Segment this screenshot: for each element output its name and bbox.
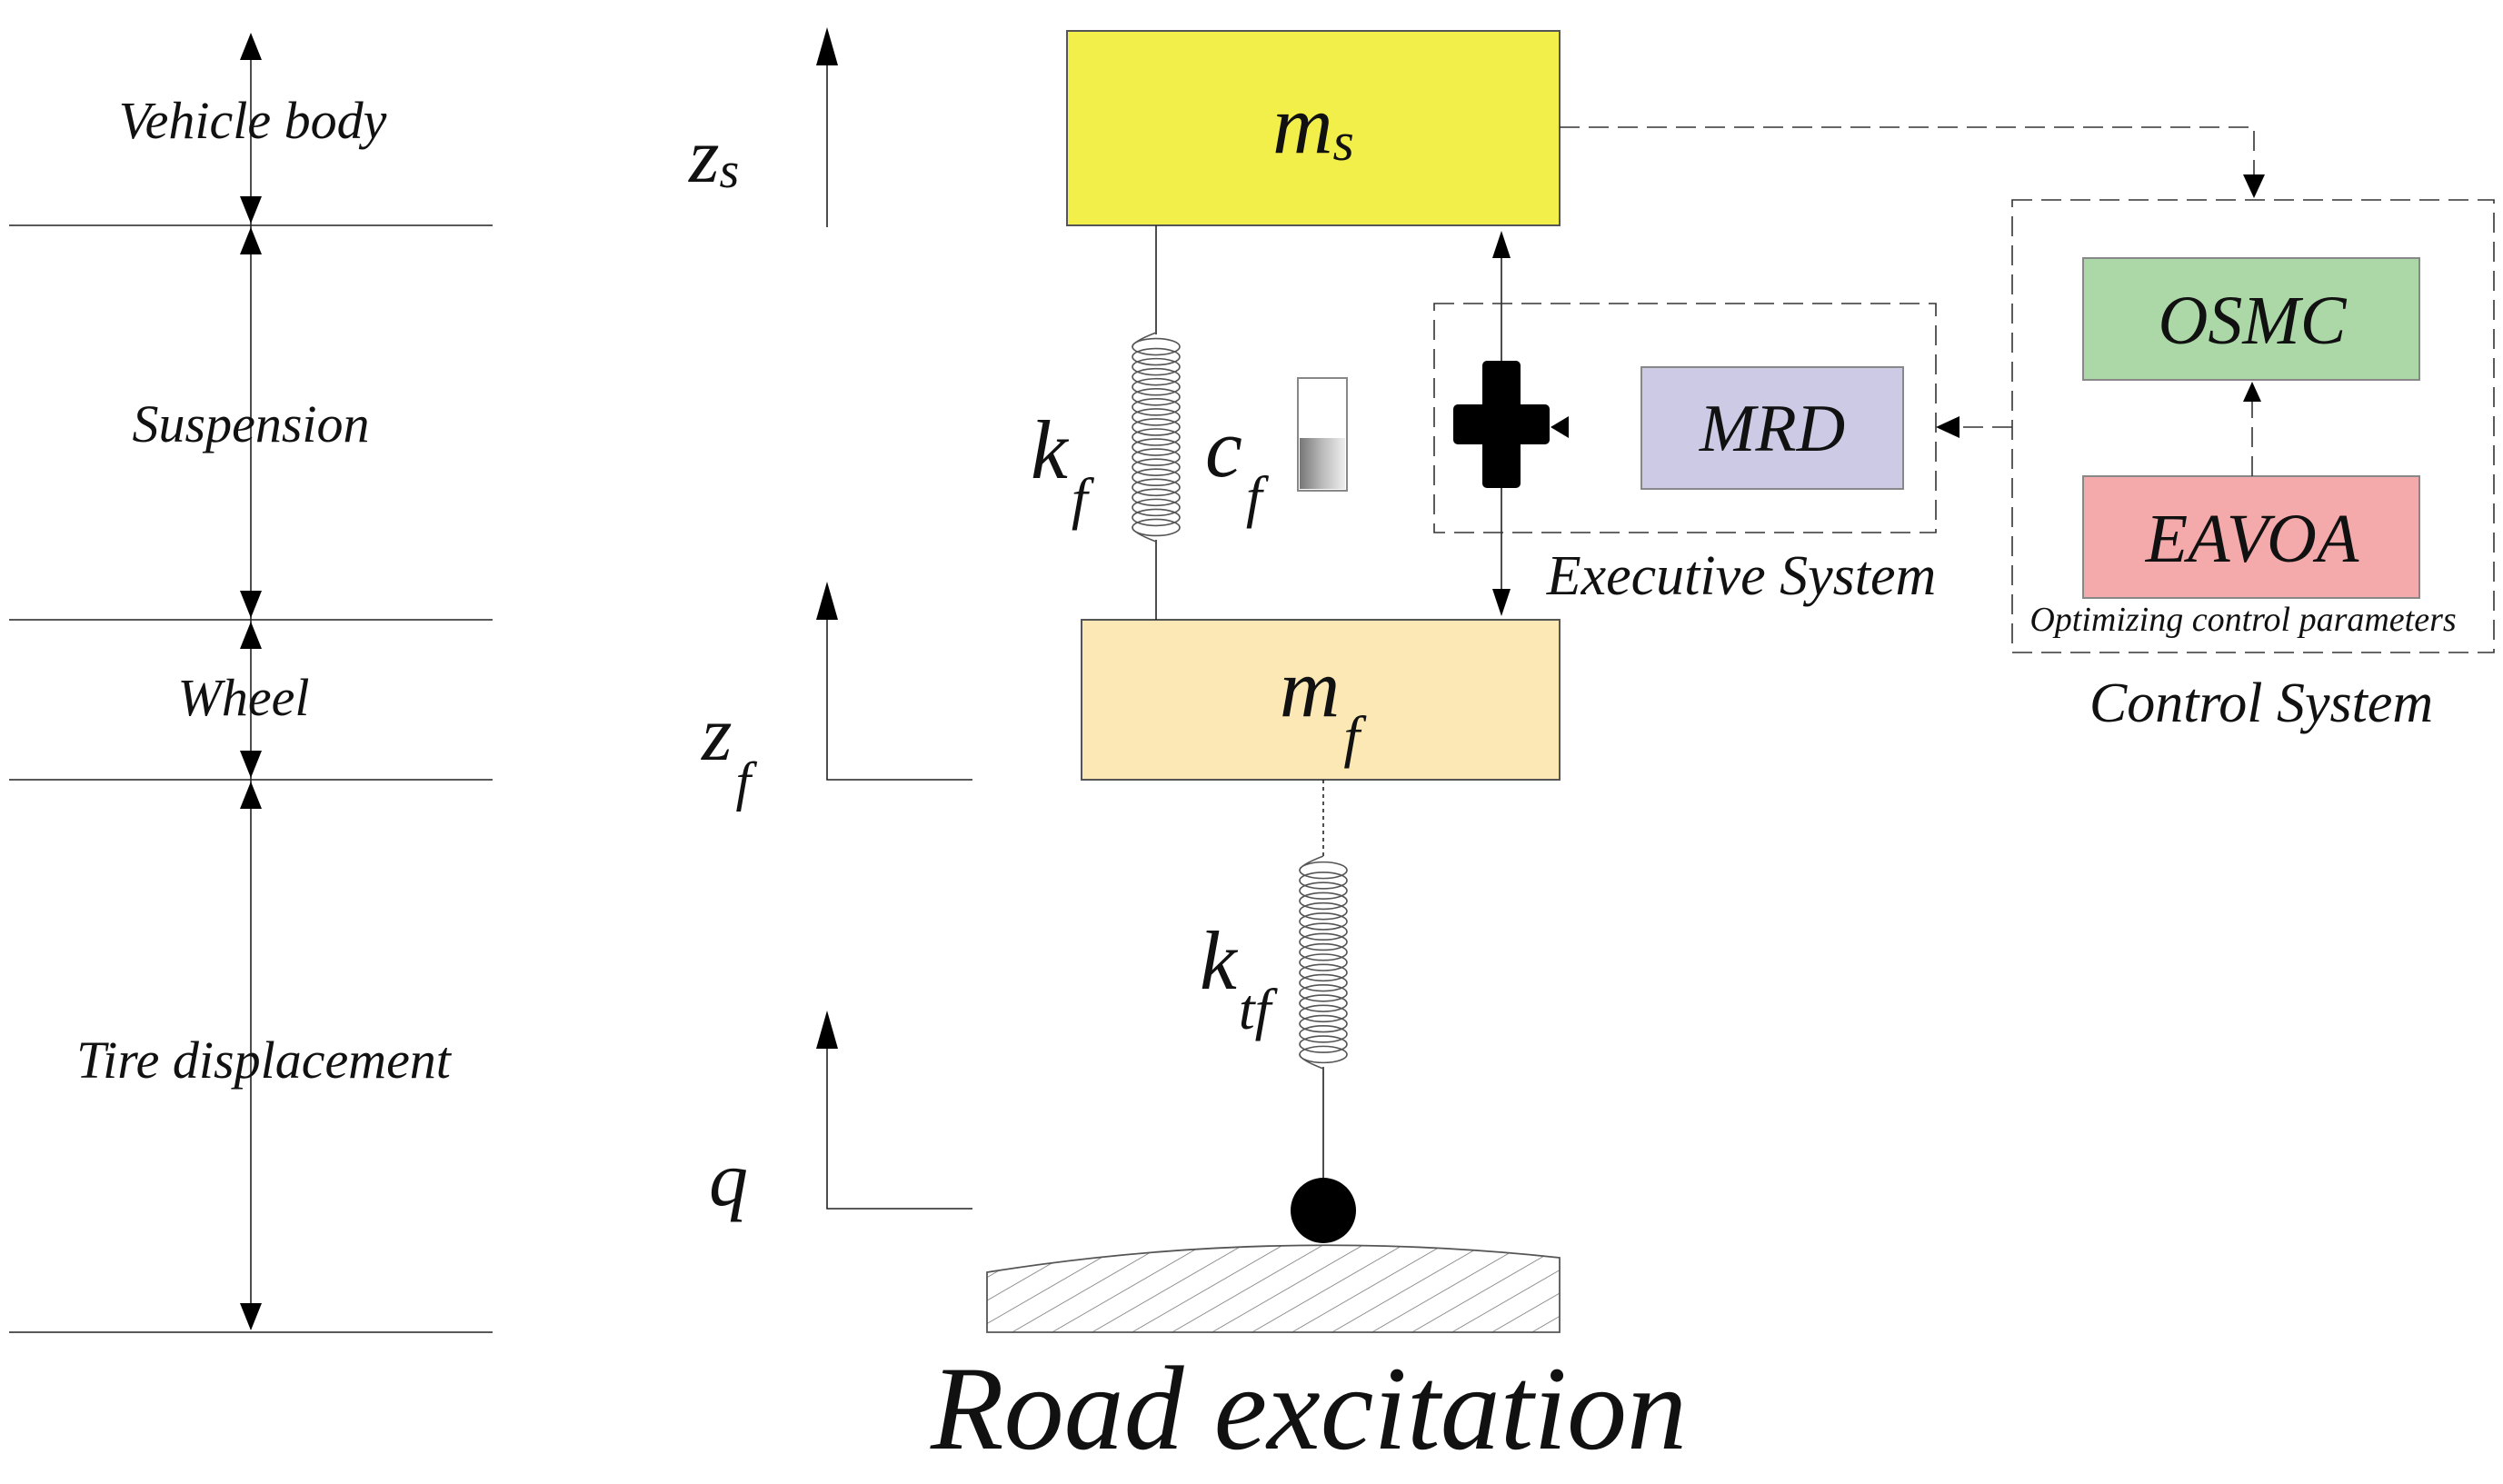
mrd-force-arrowhead-up	[1492, 231, 1511, 258]
ktf-coil-loop	[1299, 861, 1348, 880]
ms-label: ms	[1272, 78, 1354, 172]
tire-contact-point	[1291, 1178, 1356, 1243]
osmc-label: OSMC	[2159, 283, 2348, 359]
mrd-actuator-cross	[1453, 361, 1550, 488]
ktf-coil-loop	[1299, 994, 1348, 1012]
kf-coil-loop	[1132, 357, 1181, 376]
left-scale: Vehicle body Suspension Wheel Tire displ…	[9, 33, 493, 1333]
osmc-block	[2082, 257, 2420, 381]
q-axis-line	[826, 1029, 972, 1210]
mrd-signal-arrowhead	[1551, 416, 1569, 438]
ktf-coil-loop	[1299, 901, 1348, 921]
kf-coil-loop	[1132, 337, 1181, 356]
ktf-label: ktf	[1200, 914, 1279, 1041]
kf-coil-loop	[1132, 478, 1181, 497]
executive-system-label: Executive System	[1546, 545, 1937, 607]
mrd-block	[1640, 366, 1904, 490]
feedback-arrowhead	[2243, 174, 2265, 198]
ktf-coil-bottom-cap	[1299, 1054, 1324, 1070]
ktf-coil-loop	[1299, 871, 1348, 890]
kf-coil-loop	[1132, 458, 1181, 476]
ktf-coil-loop	[1299, 891, 1348, 911]
arrowhead-up-body-top	[240, 33, 262, 60]
kf-label: kf	[1031, 403, 1095, 531]
zf-arrowhead	[816, 582, 838, 620]
arrowhead-up-wheel-top	[240, 622, 262, 649]
q-label: q	[709, 1135, 748, 1222]
kf-coil-loop	[1132, 387, 1181, 406]
kf-coil-bottom-cap	[1132, 527, 1157, 543]
kf-coil-loop	[1132, 408, 1181, 426]
kf-coil-loop	[1132, 498, 1181, 517]
ktf-coil-loop	[1299, 881, 1348, 900]
arrowhead-up-suspension-top	[240, 227, 262, 254]
zs-label: zs	[688, 112, 739, 199]
label-suspension: Suspension	[133, 394, 370, 453]
kf-coil-loop	[1132, 468, 1181, 487]
ktf-coil-loop	[1299, 953, 1348, 971]
control-system: OSMC EAVOA Optimizing control parameters…	[2011, 199, 2495, 734]
kf-spring-coil	[1132, 332, 1181, 543]
ktf-coil-loop	[1299, 912, 1348, 931]
kf-coil-loop	[1132, 518, 1181, 537]
mrd-label: MRD	[1699, 392, 1845, 466]
kf-coil-loop	[1132, 508, 1181, 527]
kf-coil-loop	[1132, 347, 1181, 366]
ktf-spring-coil	[1299, 855, 1348, 1070]
road-excitation-label: Road excitation	[930, 1341, 1687, 1475]
label-tire-displacement: Tire displacement	[76, 1031, 453, 1090]
ktf-coil-loop	[1299, 922, 1348, 941]
executive-system-boundary	[1433, 303, 1937, 533]
optimizing-label: Optimizing control parameters	[2029, 601, 2456, 639]
road-surface	[986, 1244, 1561, 1333]
zf-label: zf	[701, 690, 757, 812]
kf-coil-loop	[1132, 398, 1181, 416]
kf-coil-loop	[1132, 418, 1181, 436]
arrowhead-down-tire-bottom	[240, 1303, 262, 1330]
q-arrowhead	[816, 1011, 838, 1049]
quarter-car-model: ms mf kf cf ktf Road excitation	[930, 30, 1687, 1475]
ktf-coil-loop	[1299, 932, 1348, 951]
unsprung-mass-mf	[1081, 619, 1561, 781]
zf-axis-line	[826, 598, 972, 781]
ktf-coil-loop	[1299, 963, 1348, 982]
label-vehicle-body: Vehicle body	[119, 91, 387, 150]
kf-coil-loop	[1132, 488, 1181, 507]
kf-coil-loop	[1132, 367, 1181, 386]
kf-coil-loop	[1132, 438, 1181, 456]
ktf-coil-loop	[1299, 983, 1348, 1002]
kf-coil-loop	[1132, 377, 1181, 396]
arrowhead-down-body-bottom	[240, 196, 262, 224]
arrowhead-up-tire-top	[240, 782, 262, 809]
feedback-line-ms-to-control	[1560, 126, 2255, 176]
eavoa-block	[2082, 475, 2420, 599]
cf-damper-piston	[1300, 438, 1345, 489]
kf-coil-loop	[1132, 428, 1181, 446]
eavoa-to-osmc-arrowhead	[2243, 382, 2261, 402]
ktf-coil-loop	[1299, 1045, 1348, 1064]
displacement-axes: zs zf q	[688, 27, 972, 1222]
ktf-coil-loop	[1299, 1014, 1348, 1033]
control-to-mrd-arrowhead	[1936, 416, 1960, 438]
ktf-coil-loop	[1299, 942, 1348, 961]
ktf-coil-loop	[1299, 1035, 1348, 1053]
sprung-mass-ms	[1066, 30, 1561, 226]
label-wheel: Wheel	[178, 668, 310, 727]
ktf-coil-loop	[1299, 1004, 1348, 1023]
ktf-coil-loop	[1299, 973, 1348, 992]
mrd-force-arrowhead-down	[1492, 589, 1511, 616]
zs-arrowhead	[816, 27, 838, 65]
eavoa-label: EAVOA	[2145, 501, 2359, 577]
arrowhead-down-suspension-bottom	[240, 591, 262, 618]
ktf-coil-loop	[1299, 1025, 1348, 1043]
control-system-boundary	[2011, 199, 2495, 653]
control-system-label: Control System	[2089, 672, 2433, 734]
arrowhead-down-wheel-bottom	[240, 751, 262, 778]
signal-paths	[1560, 126, 2265, 438]
executive-system: MRD Executive System	[1433, 303, 1937, 607]
kf-coil-loop	[1132, 448, 1181, 466]
cf-label: cf	[1205, 402, 1270, 529]
